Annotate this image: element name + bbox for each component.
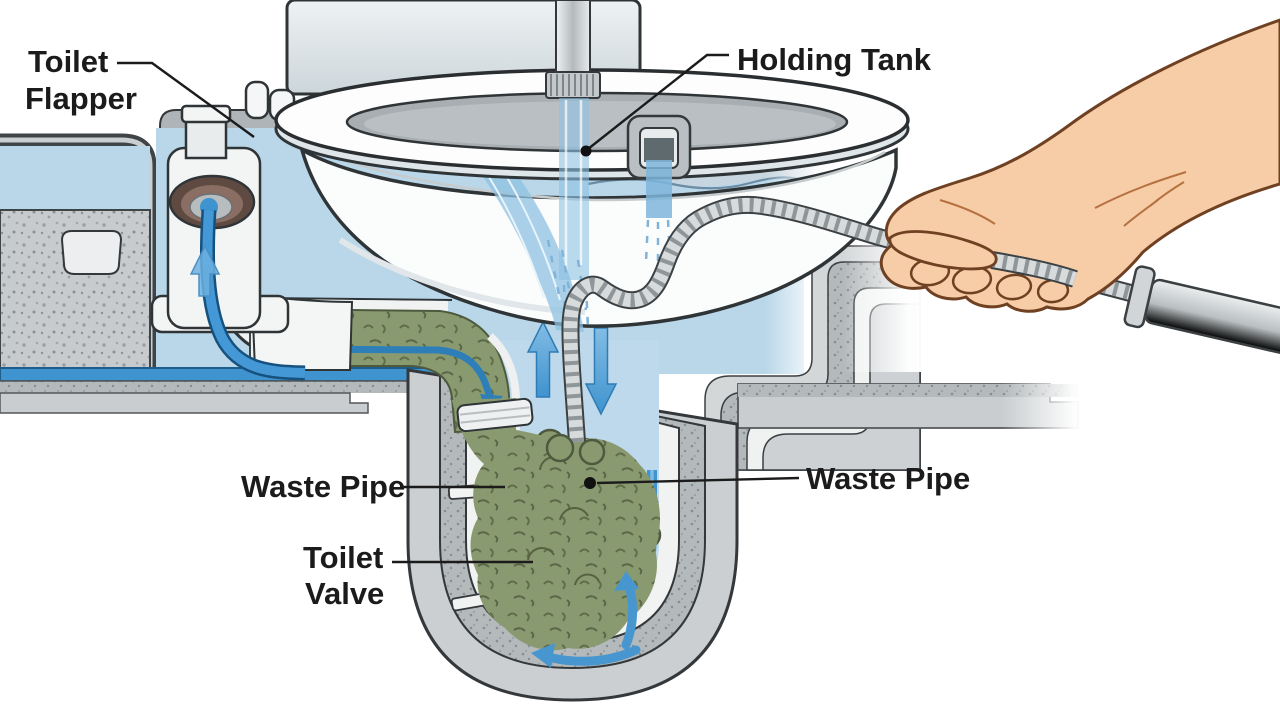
seat-hinges: [244, 80, 296, 122]
right-floor-band: [737, 383, 1079, 429]
leader-dot-holding-tank: [580, 145, 592, 157]
flush-water-stream: [463, 148, 584, 332]
flow-arrow-bottom: [547, 645, 641, 666]
cable-coil-texture: [563, 197, 1140, 443]
forearm: [879, 18, 1280, 313]
label-toilet-valve-line2: Valve: [305, 576, 384, 611]
flow-arrow-valve-up: [189, 244, 221, 297]
flow-arrow-up: [526, 320, 560, 398]
water-droplets: [546, 239, 590, 333]
label-waste-pipe-left: Waste Pipe: [241, 469, 405, 504]
flow-arrows: [526, 320, 641, 668]
leader-dot-waste-pipe-right: [584, 477, 596, 489]
floor-fade: [1002, 372, 1122, 440]
embedded-cup: [60, 230, 123, 275]
cable-over-fingers: [990, 251, 1078, 288]
pipe-coupling-band: [456, 397, 534, 433]
toilet: [244, 0, 910, 371]
annotations: Toilet Flapper Holding Tank Waste Pipe T…: [25, 42, 970, 611]
fill-valve-assembly: [150, 104, 306, 381]
clog-top-bumps: [545, 433, 606, 466]
flow-arrow-right-up: [621, 581, 638, 650]
leader-waste-pipe-right: [596, 476, 800, 485]
skin-creases: [939, 171, 1187, 227]
label-toilet-flapper-line2: Flapper: [25, 81, 137, 116]
supply-pipe-horizontal: [0, 367, 453, 382]
label-waste-pipe-right: Waste Pipe: [806, 461, 970, 496]
leader-holding-tank: [587, 53, 729, 150]
pipe-coupler: [545, 71, 601, 99]
falling-water-column: [559, 98, 589, 280]
thumb: [888, 230, 998, 271]
snake-handle: [1123, 265, 1280, 355]
label-toilet-valve-line1: Toilet: [303, 540, 383, 575]
overflow-pipe: [555, 0, 591, 77]
label-toilet-flapper-line1: Toilet: [28, 44, 108, 79]
flow-arrow-down: [584, 327, 618, 416]
outlet-spout: [626, 114, 692, 268]
leader-toilet-flapper: [117, 61, 255, 138]
floor-slab: [0, 361, 500, 414]
handle-collar: [1123, 265, 1156, 329]
label-holding-tank: Holding Tank: [737, 42, 932, 77]
hand: [879, 18, 1280, 313]
clog-mass: [452, 398, 662, 651]
concrete-block: [0, 209, 151, 371]
